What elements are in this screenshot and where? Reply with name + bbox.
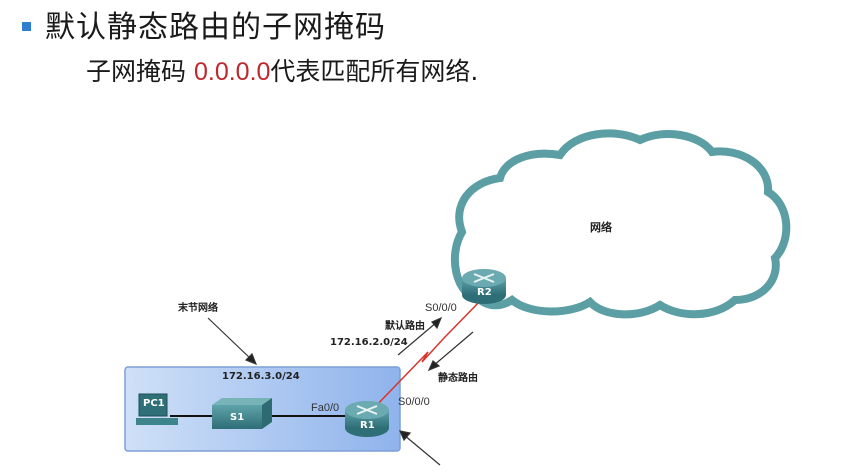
cloud-icon [450,129,791,319]
lan-network-label: 172.16.3.0/24 [222,371,300,382]
subnet-mask-value: 0.0.0.0 [193,58,271,86]
stub-arrow [207,317,253,361]
wan-network-label: 172.16.2.0/24 [330,337,408,348]
static-route-arrow [432,331,474,367]
default-route-arrow [397,321,438,356]
slide-title: 默认静态路由的子网掩码 [45,10,386,45]
subtitle-prefix: 子网掩码 [86,57,187,86]
r1-label: R1 [360,420,375,431]
switch-label: S1 [230,412,245,423]
router-r2-icon [462,269,506,304]
pc-label: PC1 [143,398,165,409]
stub-network-label: 末节网络 [178,303,218,314]
cloud-label: 网络 [590,221,612,234]
slide-title-row: 默认静态路由的子网掩码 [22,2,386,46]
router-r1-icon [345,401,389,437]
serial-link [371,297,484,411]
bullet-icon [22,21,31,31]
r1-fa-interface: Fa0/0 [311,402,340,414]
r1-pointer-arrow [403,434,441,466]
r1-serial-interface: S0/0/0 [398,396,430,408]
r2-serial-interface: S0/0/0 [425,302,457,314]
switch-icon [212,398,272,429]
default-route-label: 默认路由 [385,321,425,332]
static-route-label: 静态路由 [438,373,478,384]
subtitle-suffix: 代表匹配所有网络. [270,57,479,86]
slide-subtitle: 子网掩码 0.0.0.0代表匹配所有网络. [86,52,478,88]
r2-label: R2 [477,287,492,298]
pc-icon [136,393,178,425]
